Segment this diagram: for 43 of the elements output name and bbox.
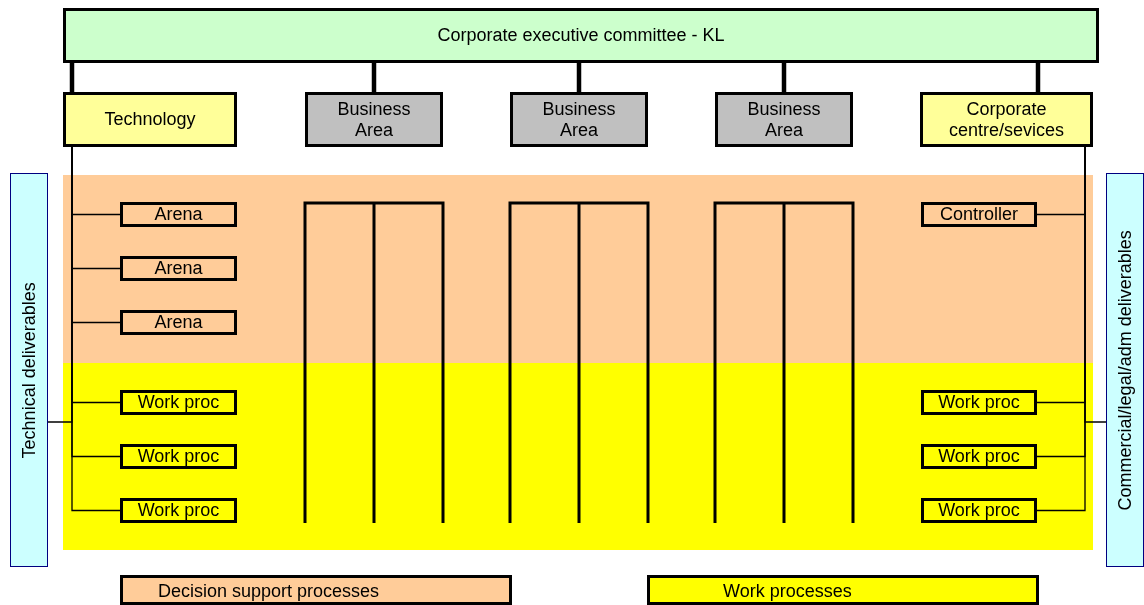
process-box (120, 256, 237, 281)
node-label: Technology (104, 109, 196, 130)
process-box (120, 310, 237, 335)
business-area-box (305, 92, 443, 147)
connector-line (576, 63, 582, 92)
process-box (921, 498, 1037, 523)
node-label: Technical deliverables (18, 281, 40, 459)
node-label: Arena (154, 204, 203, 225)
process-box (921, 202, 1037, 227)
process-box (120, 390, 237, 415)
node-label: Work proc (938, 500, 1020, 521)
node-label: Work proc (938, 392, 1020, 413)
process-box (120, 498, 237, 523)
node-label: Work proc (137, 392, 220, 413)
node-label: Commercial/legal/adm deliverables (1114, 229, 1136, 511)
process-box (921, 390, 1037, 415)
connector-line (69, 63, 75, 92)
legend-text: Decision support processes (158, 581, 380, 602)
connector-line (1035, 63, 1041, 92)
node-label: Business Area (336, 98, 412, 141)
business-area-box (715, 92, 853, 147)
process-box (120, 444, 237, 469)
deliverables-box (1106, 173, 1144, 567)
node-label: Work proc (137, 500, 220, 521)
business-area-box (510, 92, 648, 147)
node-label: Business Area (541, 98, 617, 141)
node-label: Arena (154, 258, 203, 279)
node-label: Corporate executive committee - KL (437, 25, 725, 46)
node-label: Controller (940, 204, 1018, 225)
node-label: Work proc (938, 446, 1020, 467)
committee-box (63, 8, 1099, 63)
deliverables-box (10, 173, 48, 567)
unit-box (920, 92, 1093, 147)
node-label: Arena (154, 312, 203, 333)
connector-line (781, 63, 787, 92)
connector-line (371, 63, 377, 92)
unit-box (63, 92, 237, 147)
process-box (120, 202, 237, 227)
node-label: Corporate centre/sevices (947, 98, 1066, 141)
node-label: Business Area (746, 98, 822, 141)
process-box (921, 444, 1037, 469)
legend-text: Work processes (723, 581, 852, 602)
node-label: Work proc (137, 446, 220, 467)
